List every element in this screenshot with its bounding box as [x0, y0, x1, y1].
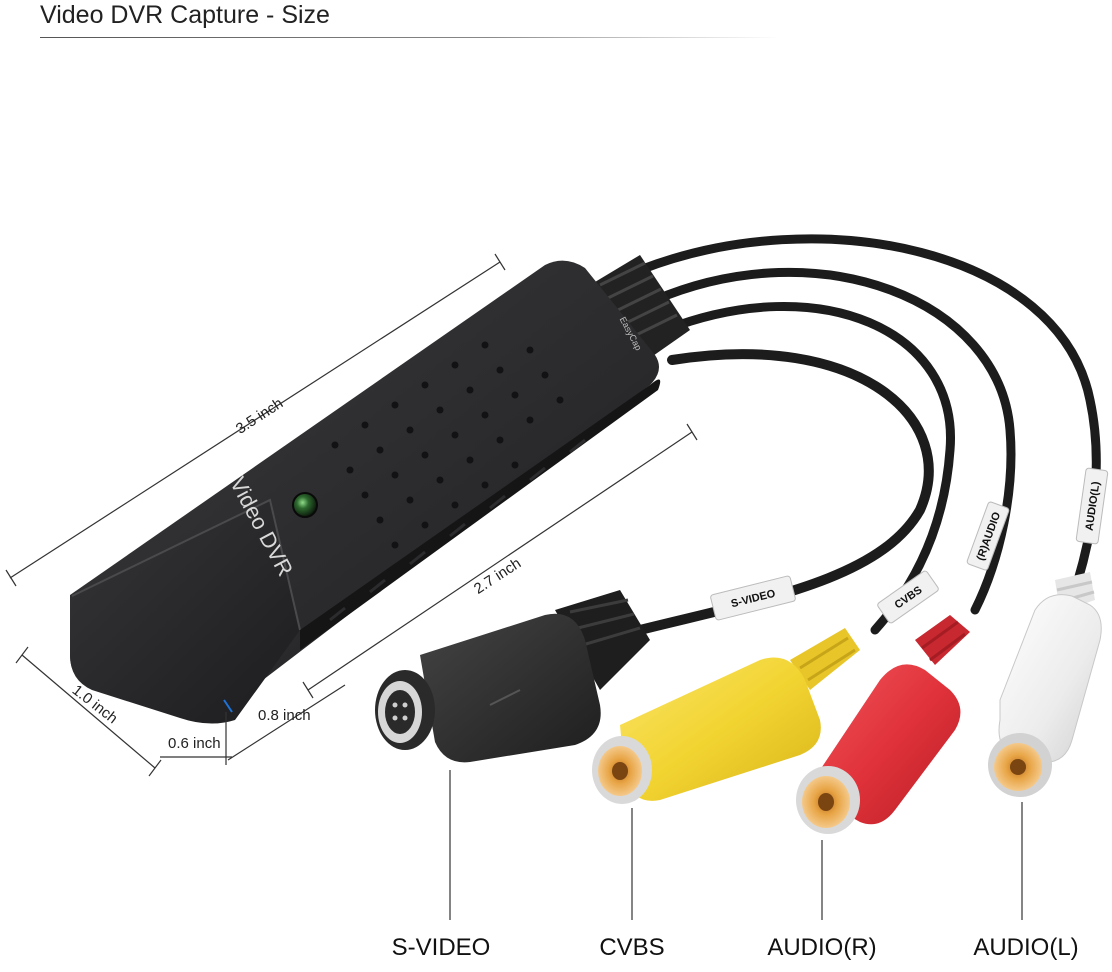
cable-tag-svideo: S-VIDEO [710, 575, 796, 621]
dim-height-body: 0.8 inch [258, 707, 311, 724]
audio-r-plug [796, 615, 970, 834]
dim-height-tip: 0.6 inch [168, 735, 221, 752]
side-slots [329, 438, 586, 622]
dimension-lines [5, 253, 698, 777]
cables [635, 234, 1101, 635]
connector-label-audio-l: AUDIO(L) [973, 934, 1079, 961]
audio-l-plug [988, 572, 1102, 797]
connector-label-audio-r: AUDIO(R) [767, 934, 877, 961]
cable-tag-audio-l: AUDIO(L) [1075, 467, 1109, 545]
leader-lines [449, 770, 1023, 920]
cable-cvbs [660, 302, 955, 635]
device-side [300, 379, 661, 650]
vent-holes [331, 341, 564, 549]
usb-cap [70, 500, 300, 724]
cable-audio-r [650, 267, 1016, 615]
cable-audio-l [635, 234, 1101, 585]
svideo-plug [375, 590, 650, 763]
title-underline [40, 37, 780, 38]
connector-label-svideo: S-VIDEO [391, 934, 491, 961]
cable-tag-cvbs: CVBS [877, 570, 939, 624]
dimension-marker [223, 699, 233, 713]
capture-device: Video DVR EasyCap [70, 260, 661, 724]
dim-length-body: 2.7 inch [471, 555, 524, 598]
cable-tag-audio-r: (R)AUDIO [966, 501, 1010, 571]
page-title: Video DVR Capture - Size [40, 1, 330, 29]
status-lens [292, 492, 318, 518]
strain-relief [590, 255, 690, 365]
connector-label-cvbs: CVBS [599, 934, 665, 961]
dim-length-total: 3.5 inch [233, 395, 286, 438]
cvbs-plug [592, 628, 860, 804]
